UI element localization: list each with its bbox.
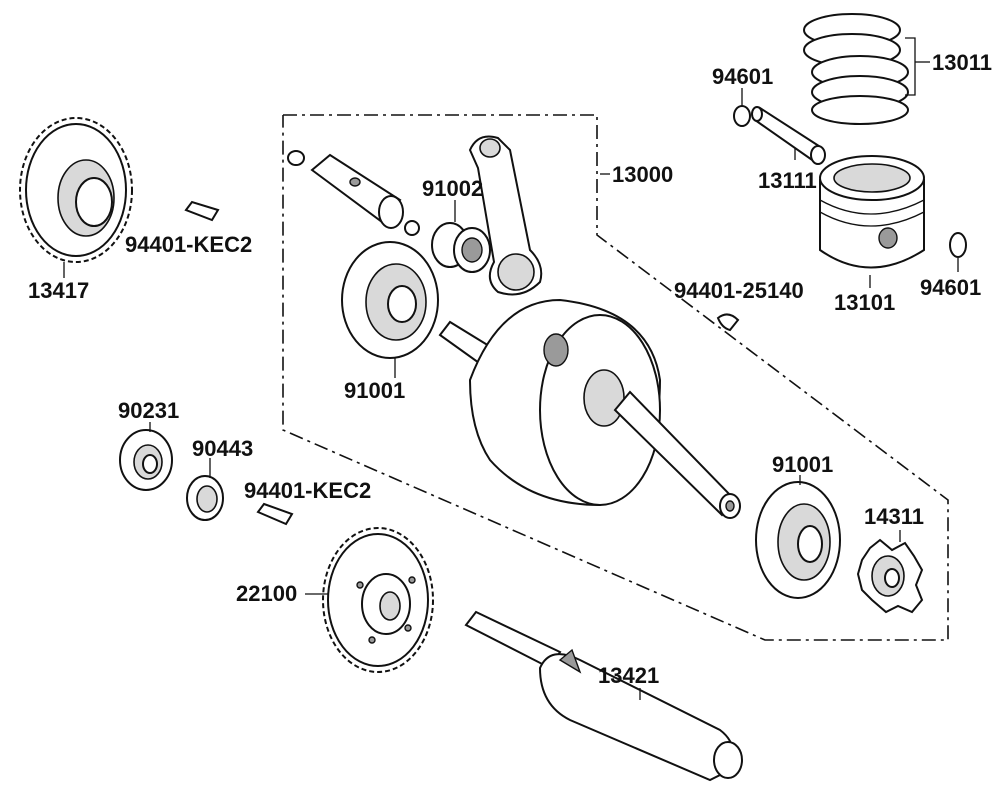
label-94401-25140: 94401-25140 xyxy=(674,278,804,303)
label-13417: 13417 xyxy=(28,278,89,303)
label-94601-right: 94601 xyxy=(920,275,981,300)
piston-pin-part xyxy=(751,106,826,165)
needle-bearing-part xyxy=(431,200,491,273)
balancer-shaft-part xyxy=(464,610,743,782)
label-14311: 14311 xyxy=(864,504,924,529)
circlip-part-right xyxy=(949,232,967,272)
label-13421: 13421 xyxy=(598,663,659,688)
connecting-rod-part xyxy=(468,135,543,296)
circlip-part-top xyxy=(733,88,751,127)
label-91001-right: 91001 xyxy=(772,452,833,477)
nut-part xyxy=(119,422,173,491)
main-bearing-part-right xyxy=(755,475,841,599)
piston-rings-part xyxy=(803,13,909,125)
label-13101: 13101 xyxy=(834,290,895,315)
key-part-kec2-mid xyxy=(256,502,294,526)
key-part-25140 xyxy=(716,313,740,332)
label-94401-kec2-top: 94401-KEC2 xyxy=(125,232,252,257)
assembly-boundary-13000 xyxy=(282,114,949,641)
label-90443: 90443 xyxy=(192,436,253,461)
gear-part-13417 xyxy=(19,117,133,278)
piston-part xyxy=(819,155,925,288)
main-bearing-part-left xyxy=(341,241,439,378)
label-22100: 22100 xyxy=(236,581,297,606)
sprocket-part xyxy=(856,530,924,614)
label-94601-top: 94601 xyxy=(712,64,773,89)
gear-part-22100 xyxy=(305,527,434,673)
label-13111: 13111 xyxy=(758,168,817,193)
crank-pin-part xyxy=(287,150,420,236)
washer-part xyxy=(186,458,224,521)
label-90231: 90231 xyxy=(118,398,179,423)
label-91001-left: 91001 xyxy=(344,378,405,403)
crankshaft-part xyxy=(438,298,741,519)
label-94401-kec2-mid: 94401-KEC2 xyxy=(244,478,371,503)
label-13011: 13011 xyxy=(932,50,992,75)
label-13000: 13000 xyxy=(612,162,673,187)
key-part-kec2-top xyxy=(184,200,220,222)
label-91002: 91002 xyxy=(422,176,483,201)
